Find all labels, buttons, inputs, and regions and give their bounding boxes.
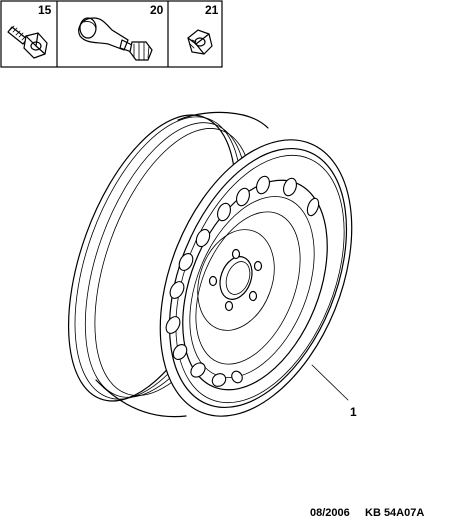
centre-bore [219,256,253,300]
ventilation-holes [165,175,320,387]
part-ref-20: 20 [150,3,164,17]
footer-code: KB 54A07A [365,507,424,519]
tyre-valve-icon [78,17,153,61]
part-cell-20[interactable]: 20 [78,3,164,61]
parts-legend: 15 20 [0,0,223,68]
parts-legend-frame [0,0,223,68]
steel-wheel-rim-icon[interactable] [35,93,389,444]
part-cell-15[interactable]: 15 [7,3,52,59]
wheel-leader-line [311,364,349,401]
rim-front-flange [159,139,353,417]
wheel-nut-icon [187,29,213,55]
wheel-hub [197,229,275,331]
footer-date: 08/2006 [310,507,350,519]
part-ref-15: 15 [38,3,52,17]
part-ref-21: 21 [205,3,219,17]
wheel-ref-label: 1 [350,405,357,419]
wheel-bolt-icon [7,25,48,59]
part-cell-21[interactable]: 21 [187,3,219,55]
